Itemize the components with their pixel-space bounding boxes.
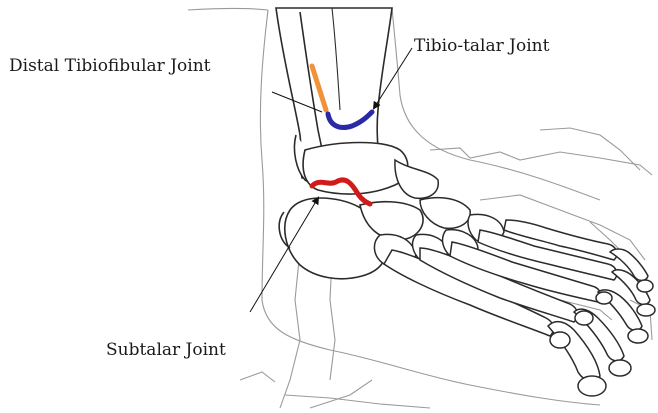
subtalar-label: Subtalar Joint (106, 340, 226, 360)
distal-tibiofibular-label: Distal Tibiofibular Joint (9, 56, 210, 76)
tibio-talar-label: Tibio-talar Joint (414, 36, 549, 56)
